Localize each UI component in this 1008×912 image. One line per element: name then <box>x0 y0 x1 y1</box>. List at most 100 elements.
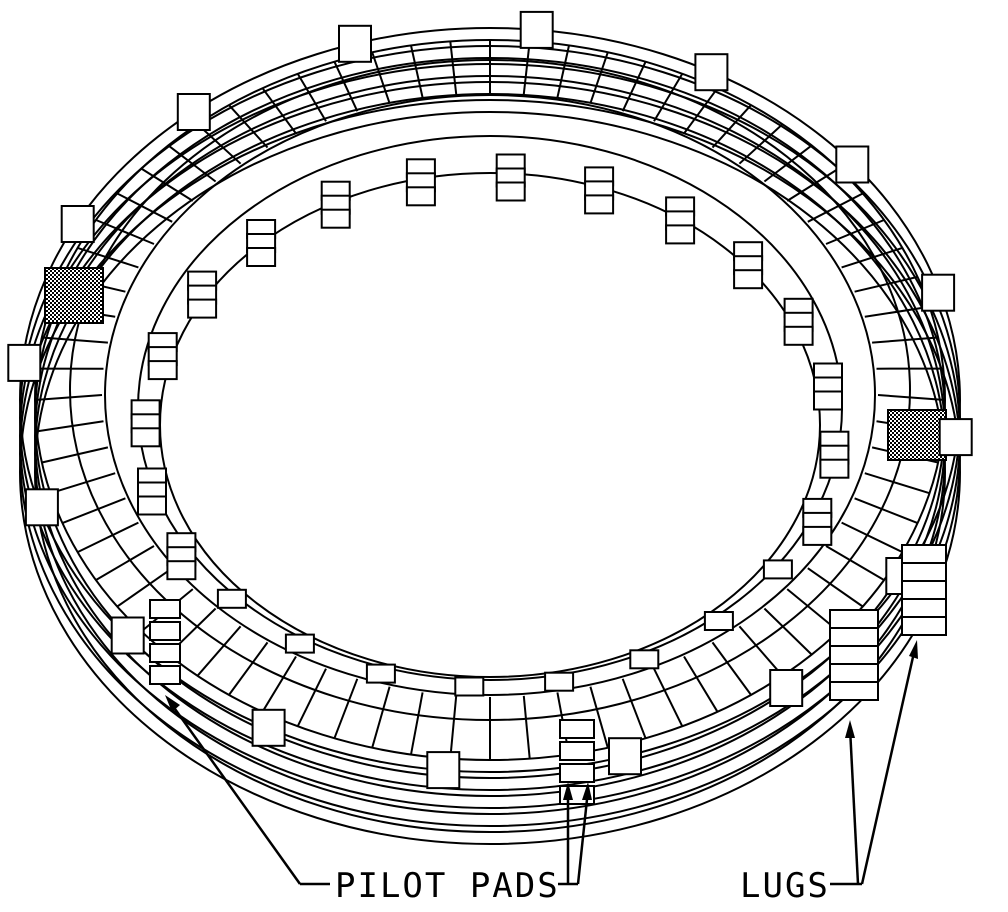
friction-groove <box>556 45 570 98</box>
friction-groove <box>763 144 813 183</box>
outer-lug <box>769 669 804 707</box>
friction-groove <box>449 41 458 95</box>
friction-band-outer <box>69 59 911 721</box>
outer-lug <box>694 53 729 92</box>
outer-lug <box>110 616 145 655</box>
outer-lugs <box>7 10 973 805</box>
inner-tooth <box>320 208 351 229</box>
pilot-pad <box>559 763 595 783</box>
inner-tooth <box>813 390 843 411</box>
friction-groove <box>683 87 719 135</box>
inner-tooth <box>130 427 161 448</box>
clutch-plate-stack <box>19 27 961 845</box>
outer-lug <box>24 488 59 527</box>
stacked-lug <box>829 609 879 629</box>
friction-groove <box>621 678 647 739</box>
outer-lug <box>338 24 372 63</box>
friction-material-swatch-left <box>44 267 104 324</box>
stacked-lug <box>829 663 879 683</box>
outer-lug <box>60 205 95 243</box>
inner-tooth <box>147 360 178 381</box>
friction-groove <box>807 192 864 223</box>
inner-tooth <box>629 649 660 670</box>
pilot-pad <box>559 741 595 761</box>
friction-groove <box>371 51 391 104</box>
outer-lug <box>426 751 461 790</box>
lugs-arrowheads <box>845 640 918 738</box>
friction-groove <box>589 51 609 104</box>
outer-lug <box>7 343 42 382</box>
inner-tooth <box>216 588 247 609</box>
friction-groove <box>41 336 108 344</box>
pilot-pad <box>559 719 595 739</box>
stacked-lug <box>901 598 947 618</box>
friction-groove <box>36 420 104 433</box>
friction-groove <box>522 695 531 759</box>
stacked-lug <box>901 616 947 636</box>
outer-lug <box>519 10 554 49</box>
stacked-lug <box>829 681 879 701</box>
plate-outer-rim-inner-edge <box>34 75 946 797</box>
plate-outer-rim-inner-edge <box>34 111 946 833</box>
inner-tooth <box>665 224 696 245</box>
outer-lug <box>938 418 973 457</box>
stacked-lug <box>829 627 879 647</box>
inner-tooth <box>246 247 277 267</box>
friction-groove <box>261 87 297 135</box>
outer-lug <box>921 273 956 312</box>
inner-tooth <box>405 186 436 207</box>
outer-lug <box>251 708 286 747</box>
friction-groove <box>841 246 903 269</box>
inner-tooth <box>802 525 833 546</box>
inner-tooth <box>187 298 218 319</box>
friction-groove <box>854 497 918 525</box>
pilot-pad <box>149 643 181 663</box>
lugs-label: LUGS <box>740 866 830 906</box>
inner-tooth <box>703 611 734 631</box>
friction-groove <box>711 641 752 696</box>
friction-groove <box>167 144 217 183</box>
inner-tooth <box>819 458 850 479</box>
pilot-pad <box>149 665 181 685</box>
friction-groove <box>95 219 155 245</box>
friction-groove <box>41 446 109 464</box>
friction-groove <box>877 394 946 401</box>
friction-groove <box>116 192 173 223</box>
inner-tooth <box>762 559 793 580</box>
friction-groove <box>864 305 930 318</box>
friction-groove <box>410 45 424 98</box>
friction-groove <box>683 655 719 713</box>
pilot-pad <box>149 621 181 641</box>
friction-groove <box>140 167 194 202</box>
inner-tooth <box>544 671 575 692</box>
friction-groove <box>653 73 684 122</box>
lugs-leaders <box>830 647 917 886</box>
friction-groove <box>711 104 752 149</box>
friction-groove <box>50 472 116 495</box>
friction-groove <box>410 692 424 755</box>
stacked-lug <box>829 645 879 665</box>
friction-groove <box>738 625 784 677</box>
inner-tooth <box>284 633 315 654</box>
friction-groove <box>854 275 918 293</box>
friction-groove <box>77 521 139 553</box>
friction-groove <box>653 668 684 727</box>
stacked-lug <box>901 580 947 600</box>
plate-outer-rim <box>19 99 961 845</box>
friction-groove <box>825 545 885 581</box>
friction-groove <box>449 695 458 759</box>
pilot-pad <box>149 599 181 619</box>
friction-groove <box>786 167 840 202</box>
friction-groove <box>228 641 269 696</box>
friction-groove <box>296 73 327 122</box>
friction-groove <box>522 41 531 95</box>
friction-groove <box>621 61 647 112</box>
inner-teeth <box>130 153 850 697</box>
outer-lug <box>835 145 870 184</box>
inner-tooth <box>733 269 764 290</box>
friction-groove <box>371 686 391 748</box>
friction-groove <box>296 668 327 727</box>
pilot-pads-arrowheads <box>165 695 592 800</box>
